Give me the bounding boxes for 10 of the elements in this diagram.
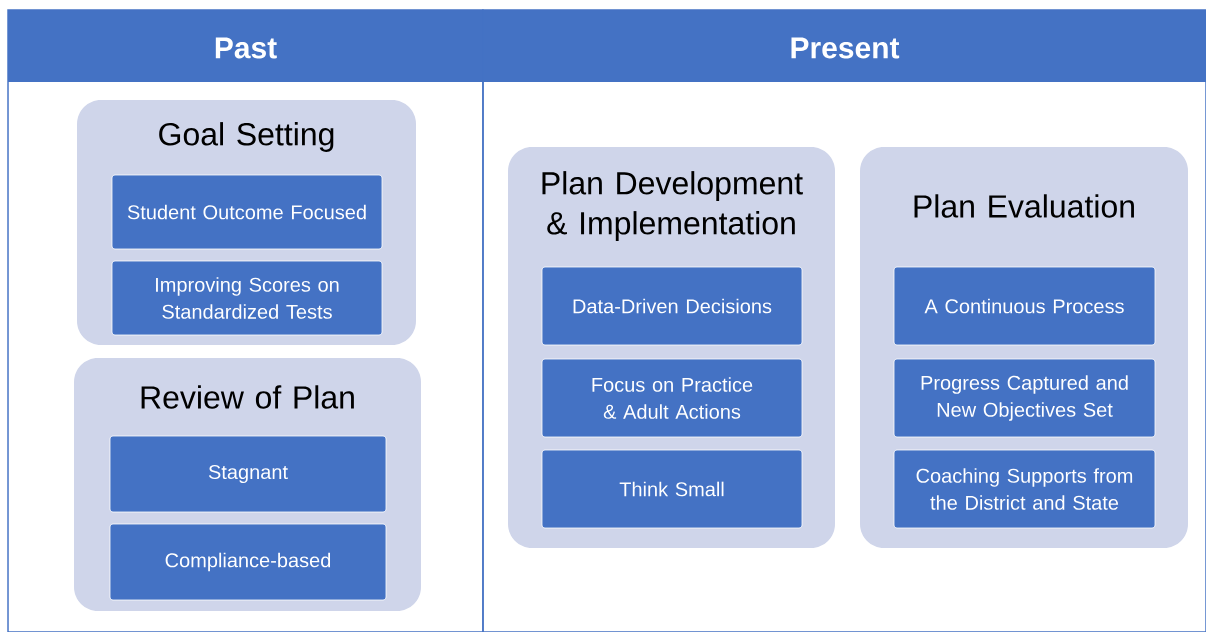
item-box: Improving Scores on Standardized Tests (111, 260, 383, 336)
item-box: Focus on Practice & Adult Actions (541, 358, 803, 438)
item-box: Progress Captured and New Objectives Set (893, 358, 1156, 438)
item-box: Stagnant (109, 435, 387, 513)
item-box: Coaching Supports from the District and State (893, 449, 1156, 529)
item-box: A Continuous Process (893, 266, 1156, 346)
item-box: Student Outcome Focused (111, 174, 383, 250)
item-box: Data-Driven Decisions (541, 266, 803, 346)
item-box: Compliance-based (109, 523, 387, 601)
item-box: Think Small (541, 449, 803, 529)
